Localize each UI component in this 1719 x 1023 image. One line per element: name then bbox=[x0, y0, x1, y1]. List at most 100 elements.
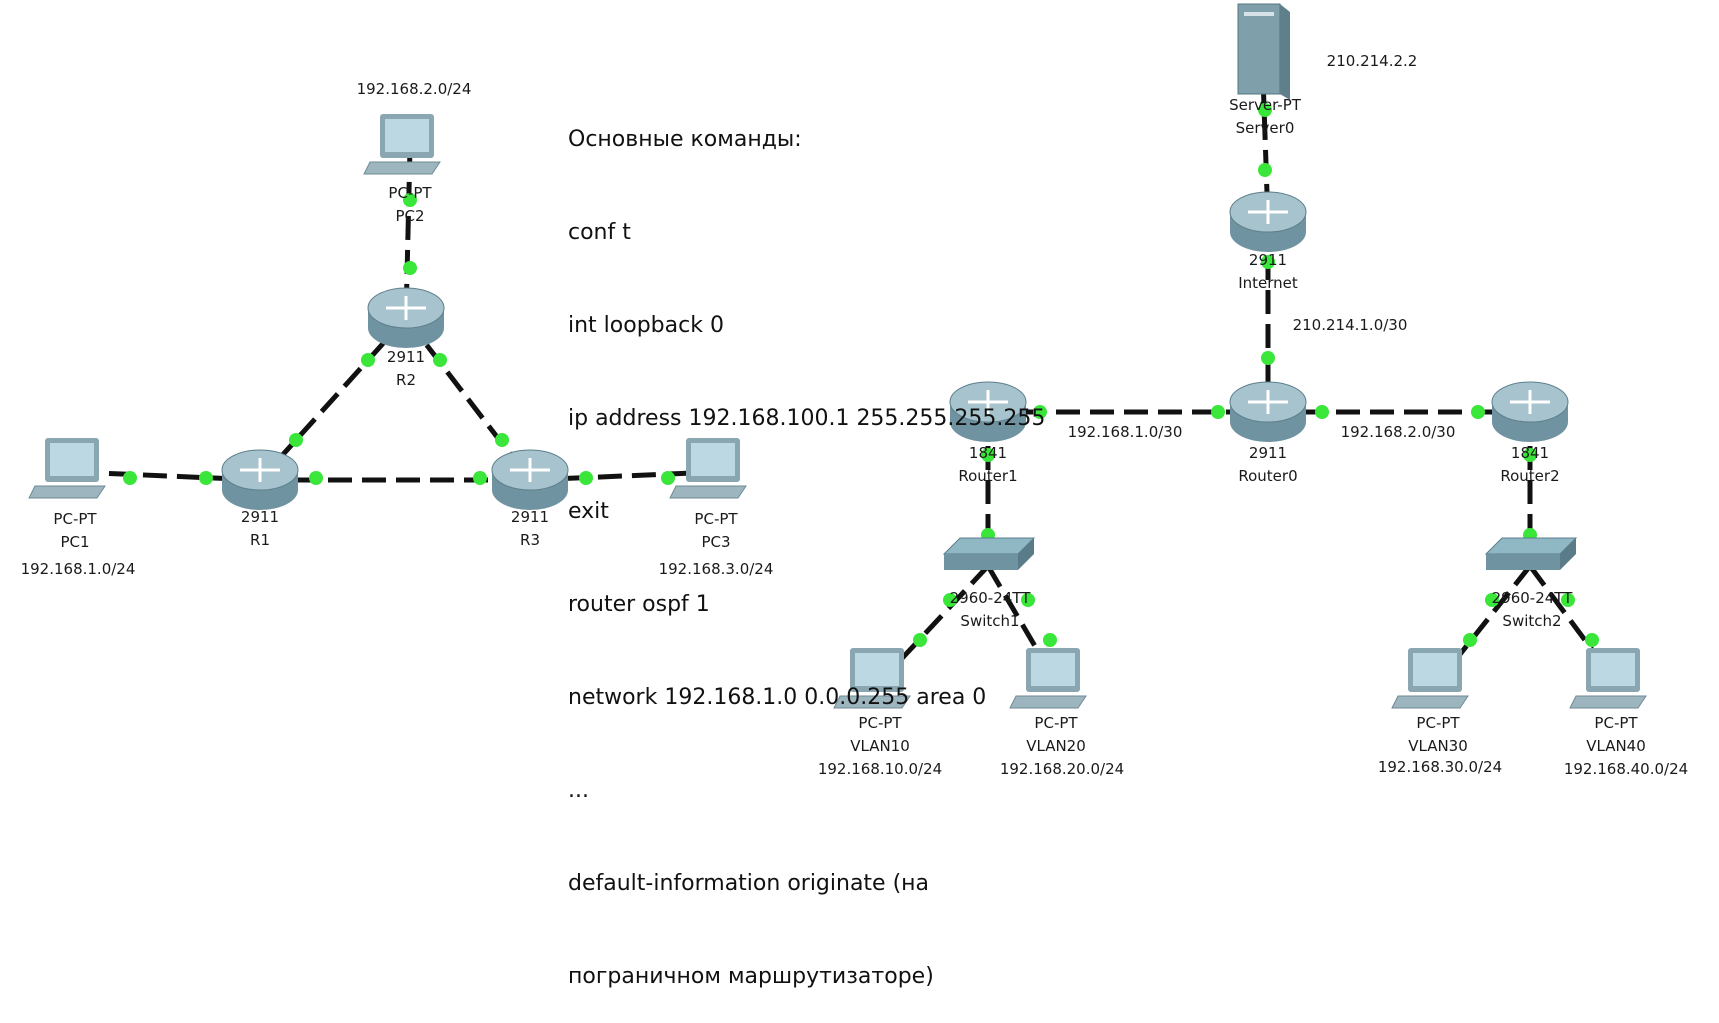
device-model-label: PC-PT bbox=[388, 184, 432, 202]
port-indicator bbox=[199, 471, 213, 485]
device-network-label: 192.168.1.0/24 bbox=[21, 560, 136, 578]
device-network-label: 210.214.2.2 bbox=[1327, 52, 1418, 70]
port-indicator bbox=[913, 633, 927, 647]
switch-icon[interactable] bbox=[1484, 537, 1578, 570]
note-line: conf t bbox=[568, 220, 631, 245]
device-network-label: 192.168.2.0/24 bbox=[357, 80, 472, 98]
link-network-label: 192.168.2.0/30 bbox=[1341, 423, 1456, 441]
port-indicator bbox=[309, 471, 323, 485]
device-name-label: R1 bbox=[250, 531, 270, 549]
router-icon[interactable] bbox=[949, 381, 1027, 442]
port-indicator bbox=[1523, 448, 1537, 462]
port-indicator bbox=[1033, 405, 1047, 419]
note-line: default-information originate (на bbox=[568, 871, 930, 896]
port-indicator bbox=[1258, 103, 1272, 117]
device-name-label: R2 bbox=[396, 371, 416, 389]
device-model-label: 2911 bbox=[1249, 444, 1287, 462]
device-name-label: Router1 bbox=[958, 467, 1017, 485]
commands-note: Основные команды: conf t int loopback 0 … bbox=[568, 62, 1128, 1023]
device-model-label: PC-PT bbox=[1416, 714, 1460, 732]
device-model-label: PC-PT bbox=[1594, 714, 1638, 732]
port-indicator bbox=[1485, 593, 1499, 607]
device-name-label: R3 bbox=[520, 531, 540, 549]
device-model-label: PC-PT bbox=[53, 510, 97, 528]
switch-icon[interactable] bbox=[942, 537, 1036, 570]
device-name-label: PC3 bbox=[701, 533, 730, 551]
router-icon[interactable] bbox=[1491, 381, 1569, 442]
port-indicator bbox=[1211, 405, 1225, 419]
link-r2-r1 bbox=[258, 316, 408, 482]
device-name-label: VLAN40 bbox=[1586, 737, 1646, 755]
pc-icon[interactable] bbox=[1569, 648, 1647, 709]
device-network-label: 192.168.10.0/24 bbox=[818, 760, 942, 777]
device-model-label: PC-PT bbox=[858, 714, 902, 732]
device-name-label: Router2 bbox=[1500, 467, 1559, 485]
pc-icon[interactable] bbox=[28, 438, 106, 499]
pc-icon[interactable] bbox=[1009, 648, 1087, 709]
device-network-label: 192.168.3.0/24 bbox=[659, 560, 774, 578]
router-icon[interactable] bbox=[221, 449, 299, 510]
port-indicator bbox=[1261, 351, 1275, 365]
device-model-label: PC-PT bbox=[1034, 714, 1078, 732]
port-indicator bbox=[403, 193, 417, 207]
device-model-label: Server-PT bbox=[1229, 96, 1302, 114]
port-indicator bbox=[1463, 633, 1477, 647]
ports-layer bbox=[123, 103, 1599, 647]
device-model-label: 2911 bbox=[1249, 251, 1287, 269]
router-icon[interactable] bbox=[491, 449, 569, 510]
note-line: пограничном маршрутизаторе) bbox=[568, 964, 934, 989]
device-name-label: PC1 bbox=[60, 533, 89, 551]
pc-icon[interactable] bbox=[1391, 648, 1469, 709]
link-network-label: 210.214.1.0/30 bbox=[1293, 316, 1408, 334]
port-indicator bbox=[981, 448, 995, 462]
port-indicator bbox=[1258, 163, 1272, 177]
device-name-label: Internet bbox=[1238, 274, 1298, 292]
pc-icon[interactable] bbox=[833, 648, 911, 709]
device-model-label: PC-PT bbox=[694, 510, 738, 528]
device-name-label: Router0 bbox=[1238, 467, 1297, 485]
devices-layer bbox=[28, 3, 1647, 709]
device-network-label: 192.168.30.0/24 bbox=[1378, 758, 1502, 776]
device-network-label: 192.168.20.0/24 bbox=[1000, 760, 1124, 777]
link-switch1-vlan10 bbox=[878, 564, 990, 684]
device-model-label: 2911 bbox=[387, 348, 425, 366]
device-model-label: 1841 bbox=[1511, 444, 1549, 462]
port-indicator bbox=[403, 261, 417, 275]
port-indicator bbox=[473, 471, 487, 485]
pc-icon[interactable] bbox=[363, 114, 441, 175]
device-name-label: VLAN10 bbox=[850, 737, 910, 755]
pc-icon[interactable] bbox=[669, 438, 747, 499]
port-indicator bbox=[1585, 633, 1599, 647]
note-line-title: Основные команды: bbox=[568, 127, 802, 152]
device-model-label: 2960-24TT bbox=[1492, 589, 1574, 607]
device-name-label: VLAN20 bbox=[1026, 737, 1086, 755]
device-model-label: 2911 bbox=[511, 508, 549, 526]
device-name-label: VLAN30 bbox=[1408, 737, 1468, 755]
router-icon[interactable] bbox=[1229, 191, 1307, 252]
port-indicator bbox=[361, 353, 375, 367]
device-name-label: Server0 bbox=[1236, 119, 1295, 137]
router-icon[interactable] bbox=[367, 287, 445, 348]
device-name-label: PC2 bbox=[395, 207, 424, 225]
device-model-label: 1841 bbox=[969, 444, 1007, 462]
port-indicator bbox=[1043, 633, 1057, 647]
device-name-label: Switch1 bbox=[960, 612, 1019, 630]
port-indicator bbox=[289, 433, 303, 447]
port-indicator bbox=[1471, 405, 1485, 419]
device-model-label: 2911 bbox=[241, 508, 279, 526]
note-line: ... bbox=[568, 778, 589, 803]
link-r3-pc3 bbox=[529, 469, 717, 483]
note-line: router ospf 1 bbox=[568, 592, 710, 617]
server-icon[interactable] bbox=[1237, 3, 1290, 100]
port-indicator bbox=[1021, 593, 1035, 607]
device-network-label: 192.168.40.0/24 bbox=[1564, 760, 1688, 777]
port-indicator bbox=[495, 433, 509, 447]
router-icon[interactable] bbox=[1229, 381, 1307, 442]
note-line: int loopback 0 bbox=[568, 313, 724, 338]
port-indicator bbox=[433, 353, 447, 367]
port-indicator bbox=[1315, 405, 1329, 419]
note-line: ip address 192.168.100.1 255.255.255.255 bbox=[568, 406, 1046, 431]
port-indicator bbox=[661, 471, 675, 485]
device-name-label: Switch2 bbox=[1502, 612, 1561, 630]
